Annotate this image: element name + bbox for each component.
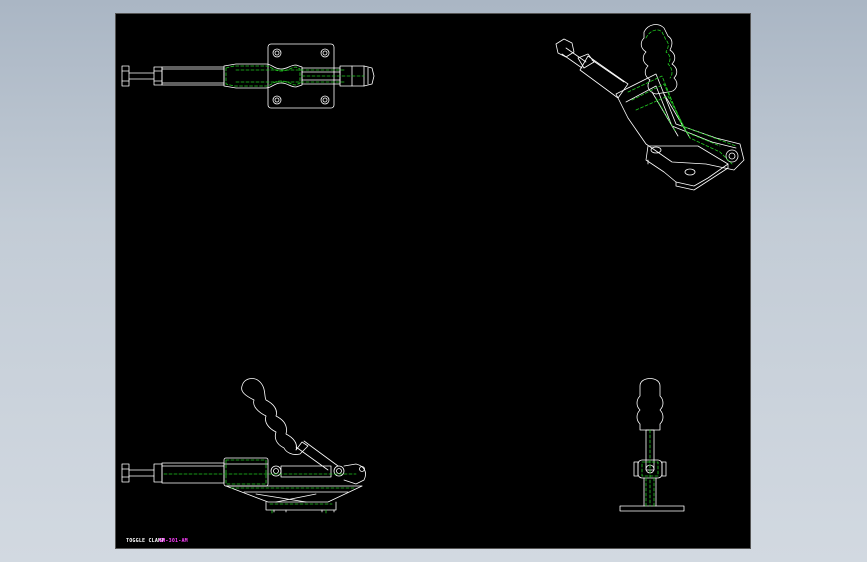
end-view[interactable] bbox=[619, 378, 685, 512]
title-block-name: TOGGLE CLAMP bbox=[126, 538, 165, 544]
top-view[interactable] bbox=[121, 43, 375, 109]
cad-drawing-canvas[interactable] bbox=[116, 14, 751, 549]
isometric-view[interactable] bbox=[555, 24, 745, 191]
title-block-code: GH-301-AM bbox=[159, 538, 188, 544]
front-view[interactable] bbox=[121, 378, 366, 515]
drawing-sheet[interactable]: TOGGLE CLAMP GH-301-AM bbox=[115, 13, 751, 549]
